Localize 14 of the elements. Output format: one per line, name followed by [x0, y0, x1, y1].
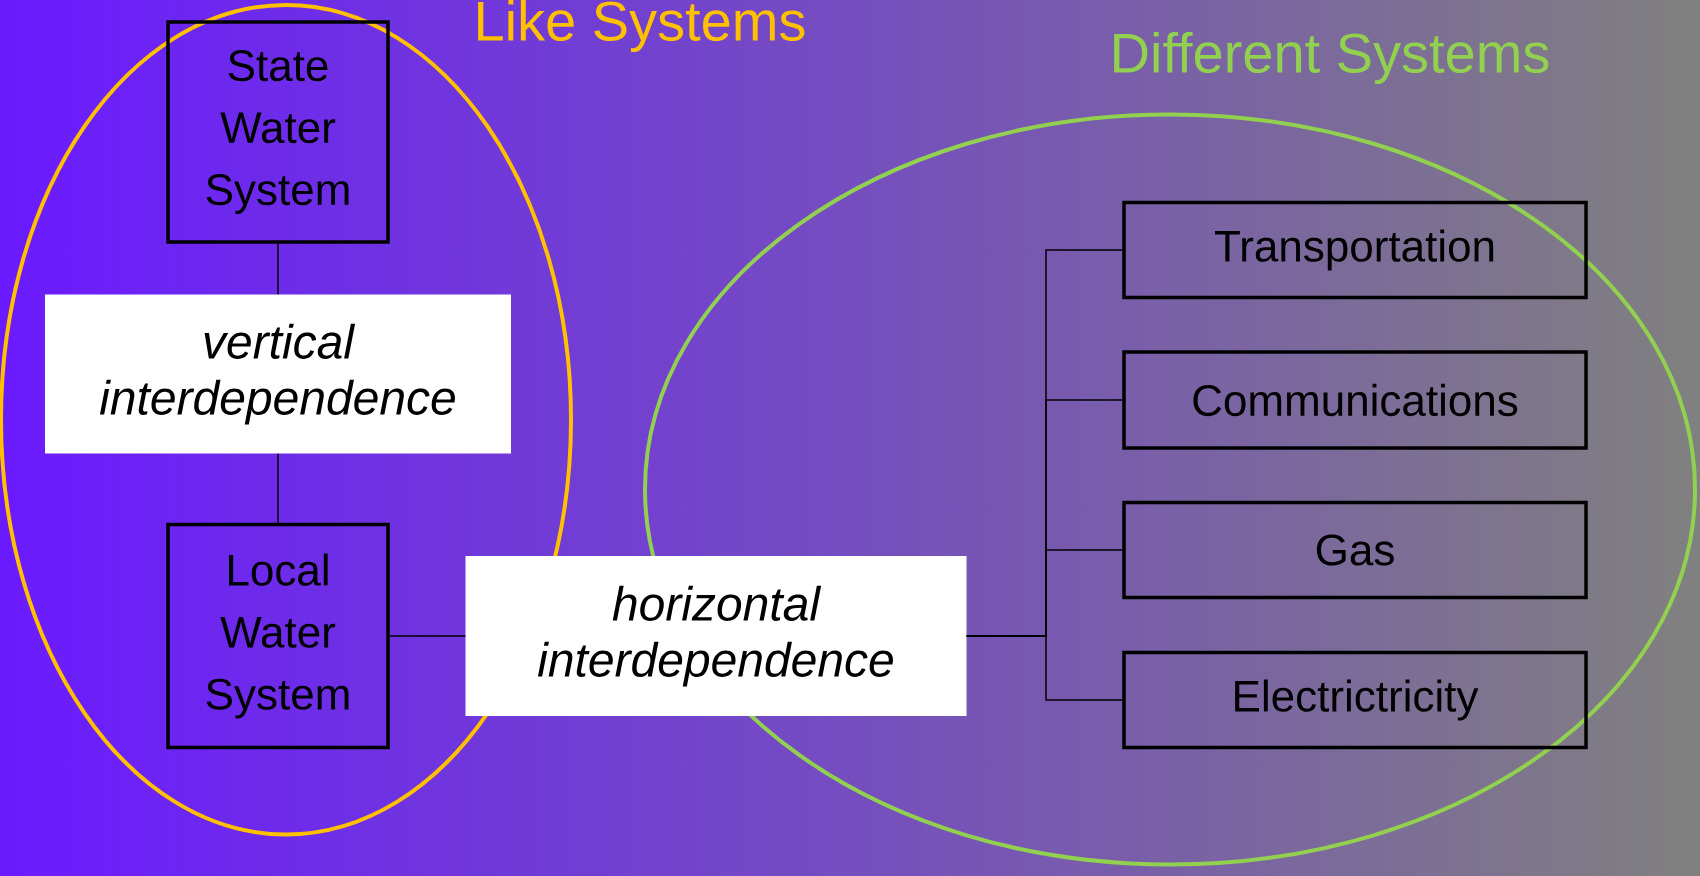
group-title: Like Systems — [478, 0, 805, 53]
system-box: Gas — [1122, 500, 1588, 600]
group-title: Different Systems — [1114, 31, 1549, 85]
system-box: Electrictricity — [1122, 650, 1588, 750]
system-box: Communications — [1122, 350, 1588, 450]
label-box: horizontal interdependence — [465, 556, 967, 716]
connector-line — [277, 452, 279, 524]
system-box: Transportation — [1122, 200, 1588, 300]
connector-line — [389, 635, 467, 637]
label-box: vertical interdependence — [45, 294, 511, 454]
system-box: State Water System — [166, 20, 390, 244]
system-box: Local Water System — [166, 522, 390, 750]
connector-line — [277, 243, 279, 296]
connector-line — [965, 635, 1123, 701]
